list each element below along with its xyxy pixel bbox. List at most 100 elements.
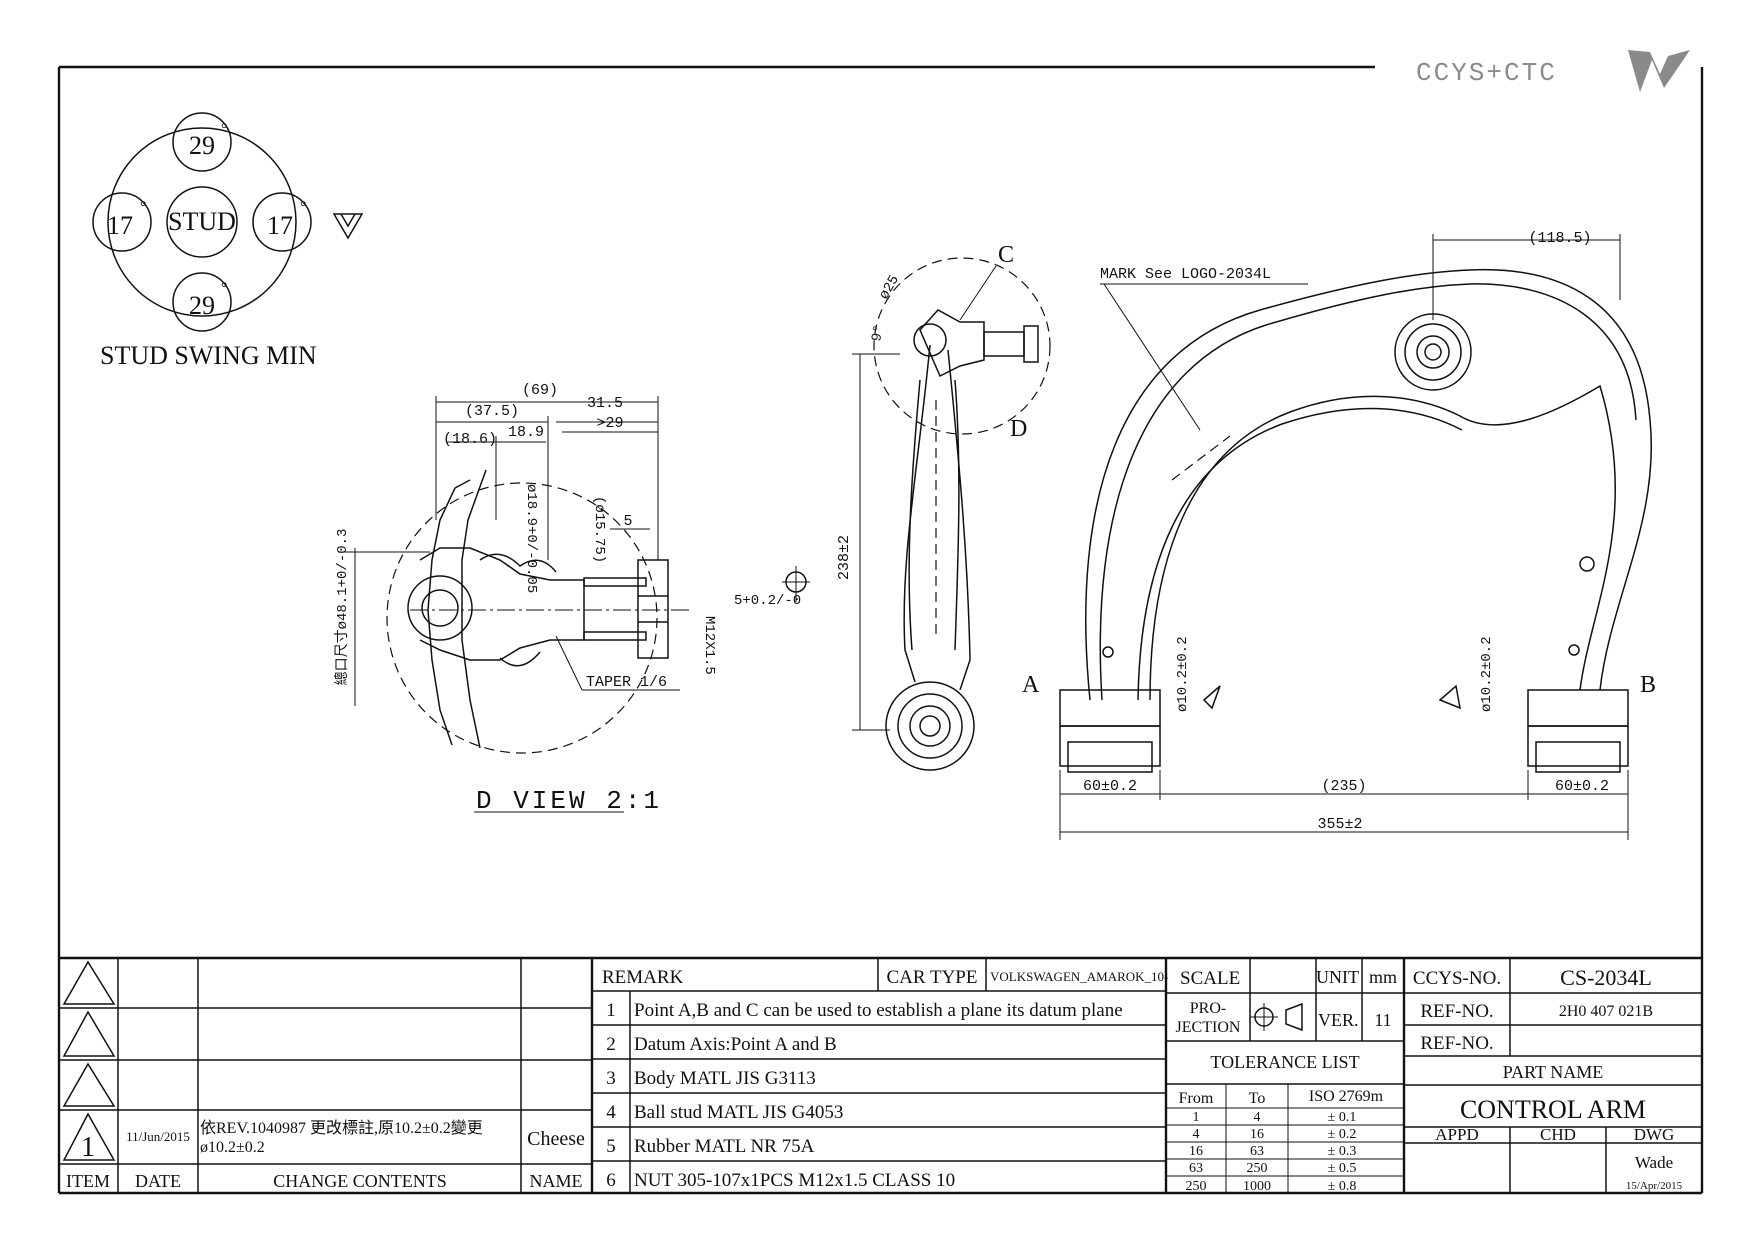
drawing-label: CCYS-NO. [1413,968,1501,989]
drawing-label: 250 [1247,1161,1268,1176]
drawing-label: 1 [606,1000,616,1021]
drawing-label: ± 0.3 [1328,1144,1357,1159]
revision-triangle-icon [62,1112,116,1161]
revision-triangle-icon [62,1062,116,1107]
drawing-label: ° [300,199,306,216]
stud-right-angle: 17 [267,211,293,240]
revision-content-line1: 依REV.1040987 更改標註,原10.2±0.2變更 [200,1119,483,1137]
drawing-label: 5+0.2/-0 [734,593,801,609]
drawing-label: DWG [1634,1125,1675,1144]
drawing-label: 2 [606,1034,616,1055]
ref-number: 2H0 407 021B [1559,1003,1653,1020]
drawing-label: (18.6) [443,431,497,448]
drawing-label: PRO- [1190,1000,1226,1017]
drawing-label: From [1179,1090,1214,1107]
drawing-label: NAME [530,1171,583,1191]
stud-swing-diagram: STUD 29 29 17 17 ° ° ° ° STUD SWING MIN [92,112,364,370]
drawing-label: NUT 305-107x1PCS M12x1.5 CLASS 10 [634,1170,955,1191]
drawing-label: (37.5) [465,403,519,420]
d-view-detail: (69) (37.5) 31.5 (18.6) 18.9 >29 5 ø18.9… [333,382,810,816]
revision-triangle-icon [62,960,116,1005]
company-logo: CCYS+CTC [1416,50,1690,92]
drawing-label: 5 [623,513,632,530]
drawing-label: To [1249,1090,1266,1107]
drawing-label: Rubber MATL NR 75A [634,1136,815,1157]
drawing-label: 238±2 [836,535,853,580]
drawing-label: (118.5) [1528,230,1591,247]
drawing-label: UNIT [1316,967,1359,987]
projection-symbol-icon [1250,1002,1303,1032]
drawing-label: CHD [1540,1125,1576,1144]
point-d-label: D [1010,416,1027,442]
drawing-date: 15/Apr/2015 [1626,1180,1683,1192]
drawing-label: ° [221,280,227,297]
drafter-name: Wade [1635,1153,1673,1172]
drawing-label: ø25 [876,273,902,303]
drawing-label: 16 [1189,1144,1203,1159]
drawing-label: 60±0.2 [1083,778,1137,795]
drawing-label: ISO 2769m [1309,1088,1384,1105]
drawing-label: ° [140,199,146,216]
stud-swing-title: STUD SWING MIN [100,341,317,370]
drawing-label: CHANGE CONTENTS [273,1171,447,1191]
drawing-label: 1000 [1243,1179,1271,1194]
drawing-label: ø10.2±0.2 [1479,636,1495,712]
drawing-label: ITEM [66,1171,110,1191]
drawing-label: 6 [606,1170,616,1191]
mark-note: MARK See LOGO-2034L [1100,266,1271,283]
drawing-label: REF-NO. [1420,1001,1493,1022]
drawing-label: 4 [606,1102,616,1123]
drawing-label: 60±0.2 [1555,778,1609,795]
stud-bottom-angle: 29 [189,291,215,320]
revision-name: Cheese [527,1128,585,1150]
drawing-label: 9° [869,324,888,343]
drawing-label: ± 0.2 [1328,1127,1357,1142]
drawing-label: Datum Axis:Point A and B [634,1034,837,1055]
drawing-label: APPD [1435,1125,1478,1144]
drawing-label: TOLERANCE LIST [1210,1052,1359,1072]
drawing-label: Point A,B and C can be used to establish… [634,1000,1123,1021]
side-view: C D 238±2 ø25 9° [836,242,1051,771]
drawing-label: REMARK [602,967,684,988]
drawing-label: SCALE [1180,968,1240,989]
stud-top-angle: 29 [189,131,215,160]
drawing-label: ± 0.8 [1328,1179,1357,1194]
drawing-label: VER. [1318,1010,1359,1030]
drawing-label: JECTION [1176,1019,1241,1036]
point-b-label: B [1640,672,1656,698]
title-block: 1 11/Jun/2015 依REV.1040987 更改標註,原10.2±0.… [59,956,1702,1194]
drawing-label: ± 0.1 [1328,1110,1357,1125]
drawing-label: 355±2 [1317,816,1362,833]
ccys-number: CS-2034L [1560,965,1652,990]
drawing-label: TAPER 1/6 [586,674,667,691]
drawing-label: ° [221,121,227,138]
drawing-label: Body MATL JIS G3113 [634,1068,816,1089]
drawing-label: >29 [596,415,623,432]
drawing-label: ø18.9+0/-0.05 [523,484,539,593]
point-c-label: C [998,242,1014,268]
drawing-label: 4 [1254,1110,1261,1125]
drawing-label: DATE [135,1171,181,1191]
drawing-label: 63 [1250,1144,1264,1159]
revision-date: 11/Jun/2015 [126,1129,190,1144]
drawing-label: 250 [1186,1179,1207,1194]
part-name: CONTROL ARM [1460,1095,1646,1124]
revision-number: 1 [81,1132,95,1163]
point-a-label: A [1022,672,1040,698]
drawing-label: 31.5 [587,395,623,412]
revision-content-line2: ø10.2±0.2 [200,1139,265,1156]
revision-triangle-icon [62,1010,116,1057]
drawing-label: (ø15.75) [591,496,607,563]
drawing-label: 63 [1189,1161,1203,1176]
drawing-label: CAR TYPE [887,967,978,988]
drawing-label: (235) [1321,778,1366,795]
drawing-label: Ball stud MATL JIS G4053 [634,1102,843,1123]
drawing-label: 總口尺寸ø48.1+0/-0.3 [333,529,351,686]
drawing-label: 1 [1193,1110,1200,1125]
drawing-label: ø10.2±0.2 [1175,636,1191,712]
drawing-label: M12X1.5 [701,616,717,675]
drawing-label: mm [1369,967,1397,987]
drawing-label: 3 [606,1068,616,1089]
drawing-label: REF-NO. [1420,1033,1493,1054]
